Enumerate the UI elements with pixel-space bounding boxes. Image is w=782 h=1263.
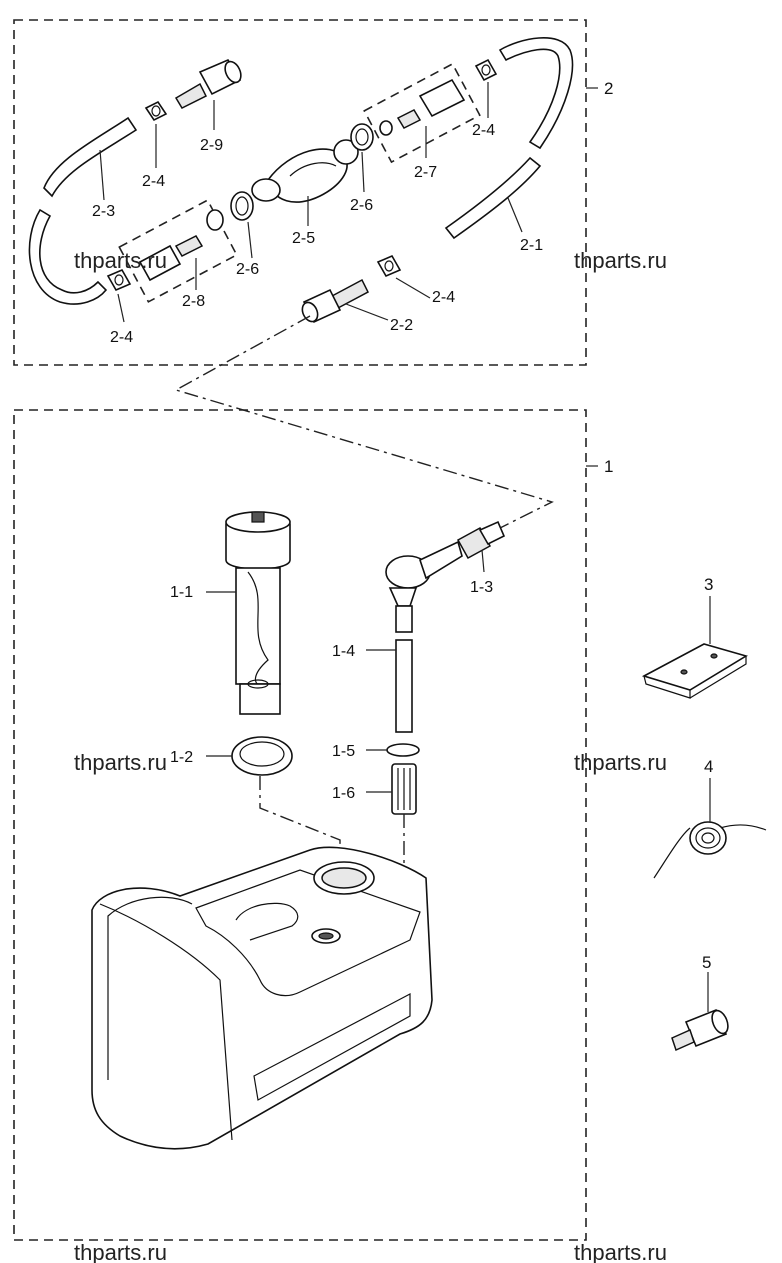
ring-2-6-right (350, 123, 374, 151)
label-4: 4 (704, 757, 713, 776)
label-3: 3 (704, 575, 713, 594)
hose-2-3 (43, 116, 138, 198)
primer-bulb-2-5 (251, 139, 359, 203)
label-2-3: 2-3 (92, 203, 115, 220)
label-1-1: 1-1 (170, 584, 193, 601)
label-2-4-lower-right: 2-4 (432, 289, 455, 306)
label-2-8: 2-8 (182, 293, 205, 310)
pickup-tube-1-4 (385, 540, 463, 733)
watermark-upper-left: thparts.ru (74, 248, 167, 273)
gasket-1-2 (231, 736, 293, 776)
label-2-5: 2-5 (292, 230, 315, 247)
nut-2-4-lower-left (106, 268, 132, 292)
connector-2-2 (301, 278, 369, 324)
label-2-6-left: 2-6 (236, 261, 259, 278)
hose-group-box (13, 19, 587, 366)
group-1-label: 1 (604, 457, 613, 476)
gauge-alignment-line (259, 776, 341, 868)
connection-chain-line (174, 315, 554, 541)
hose-2-1-upper (498, 37, 574, 150)
connector-2-7 (379, 78, 466, 136)
label-1-2: 1-2 (170, 749, 193, 766)
nut-2-4-lower-right (376, 254, 402, 278)
connector-2-8 (138, 209, 224, 282)
watermark-upper-right: thparts.ru (574, 248, 667, 273)
connector-1-3 (456, 520, 506, 560)
label-1-4: 1-4 (332, 643, 355, 660)
label-1-3: 1-3 (470, 579, 493, 596)
label-2-1: 2-1 (520, 237, 543, 254)
label-2-6-right: 2-6 (350, 197, 373, 214)
tank-group-box (13, 409, 587, 1241)
fuel-gauge-1-1 (225, 511, 291, 715)
label-2-4-upper-right: 2-4 (472, 122, 495, 139)
label-5: 5 (702, 953, 711, 972)
label-2-4-upper-left: 2-4 (142, 173, 165, 190)
watermark-middle-left: thparts.ru (74, 750, 167, 775)
watermark-middle-right: thparts.ru (574, 750, 667, 775)
nut-2-4-upper-right (474, 58, 498, 82)
coil-4 (653, 821, 767, 879)
group-2-label: 2 (604, 79, 613, 98)
group-2-7-box (363, 62, 481, 164)
watermark-bottom-left: thparts.ru (74, 1240, 167, 1263)
hose-2-1-lower (444, 156, 542, 240)
label-2-7: 2-7 (414, 164, 437, 181)
fuel-tank-body (91, 846, 433, 1150)
group-2-8-box (118, 199, 238, 303)
filter-1-6 (391, 763, 417, 815)
label-1-6: 1-6 (332, 785, 355, 802)
nut-2-4-upper-left (144, 100, 168, 122)
ring-2-6-left (230, 191, 254, 221)
label-2-2: 2-2 (390, 317, 413, 334)
oring-1-5 (386, 743, 420, 757)
connector-2-9 (174, 58, 242, 109)
hose-2-3-lower (28, 208, 108, 305)
bracket-3 (641, 643, 748, 699)
watermark-bottom-right: thparts.ru (574, 1240, 667, 1263)
label-1-5: 1-5 (332, 743, 355, 760)
fitting-5 (671, 1008, 729, 1052)
label-2-4-lower-left: 2-4 (110, 329, 133, 346)
label-2-9: 2-9 (200, 137, 223, 154)
